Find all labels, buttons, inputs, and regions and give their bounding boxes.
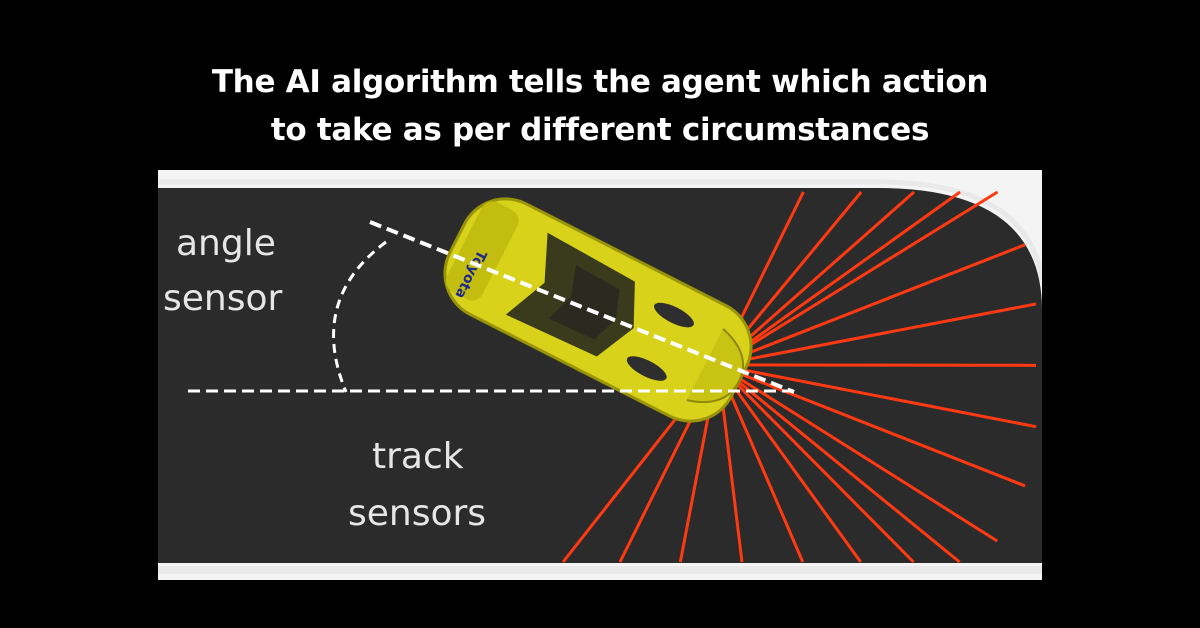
sensor-ray: [716, 364, 862, 563]
sensor-ray: [717, 363, 1037, 429]
car-nose: [686, 328, 745, 404]
car-windshield: [548, 265, 620, 340]
track-edge-top: [158, 179, 1042, 281]
sensor-ray: [717, 302, 1037, 367]
sensor-ray: [717, 363, 961, 564]
angle-sensor-label-line1: angle: [176, 223, 276, 264]
headline-line-2: to take as per different circumstances: [270, 112, 930, 148]
sensor-ray: [717, 243, 1026, 367]
sensor-ray: [717, 190, 999, 367]
track-sensors-label-line2: sensors: [348, 493, 486, 534]
racing-sensor-diagram: Toyota angle sensor track sensors: [158, 170, 1042, 580]
sensor-ray: [717, 363, 1026, 488]
car-front-vent-left: [654, 302, 694, 328]
headline-line-1: The AI algorithm tells the agent which a…: [211, 64, 989, 100]
track-sensors-label-line1: track: [372, 436, 464, 477]
sensor-ray: [716, 363, 915, 564]
diagram-canvas: Toyota angle sensor track sensors: [158, 170, 1042, 580]
reference-line-heading: [369, 220, 795, 394]
angle-sensor-label-line2: sensor: [163, 278, 283, 319]
sensor-ray: [717, 190, 961, 367]
sensor-ray: [717, 363, 998, 543]
angle-arc: [332, 240, 387, 393]
headline: The AI algorithm tells the agent which a…: [0, 58, 1200, 154]
race-car: Toyota: [443, 197, 753, 423]
car-front-vent-right: [626, 356, 667, 381]
car-rear-wing: [445, 201, 519, 301]
